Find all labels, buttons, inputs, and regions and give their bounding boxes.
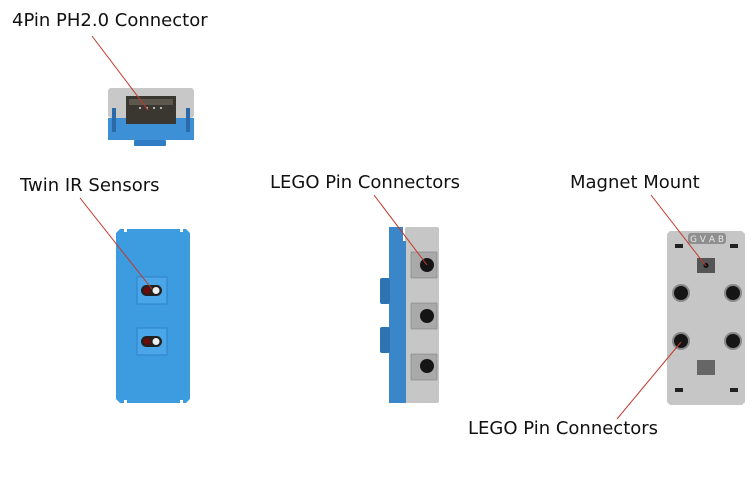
leader-connector bbox=[91, 35, 149, 111]
leader-lego-back bbox=[616, 341, 682, 420]
back-lego-hole-1 bbox=[674, 286, 688, 300]
back-view: G V A B bbox=[667, 231, 745, 405]
front-blue-body bbox=[116, 229, 190, 403]
top-view bbox=[108, 88, 194, 146]
side-blue-body bbox=[389, 227, 406, 403]
label-twin-ir-sensors: Twin IR Sensors bbox=[20, 175, 160, 196]
label-lego-pin-back: LEGO Pin Connectors bbox=[468, 418, 659, 439]
leader-magnet bbox=[650, 194, 707, 267]
side-view bbox=[380, 227, 439, 403]
label-4pin-connector: 4Pin PH2.0 Connector bbox=[12, 10, 208, 31]
back-lego-hole-4 bbox=[726, 334, 740, 348]
leader-lego-side bbox=[373, 194, 428, 266]
pin-label-plate bbox=[688, 233, 726, 244]
leader-lines bbox=[79, 35, 707, 420]
back-grey-shell bbox=[667, 231, 745, 405]
side-lego-hole-2 bbox=[420, 309, 434, 323]
leader-ir bbox=[79, 197, 153, 290]
pin-labels-gvab: G V A B bbox=[690, 235, 724, 245]
front-view bbox=[116, 229, 190, 403]
top-tab bbox=[134, 140, 166, 146]
back-lego-hole-3 bbox=[674, 334, 688, 348]
label-magnet-mount: Magnet Mount bbox=[570, 172, 700, 193]
side-lego-hole-3 bbox=[420, 359, 434, 373]
back-lego-hole-2 bbox=[726, 286, 740, 300]
label-lego-pin-side: LEGO Pin Connectors bbox=[270, 172, 461, 193]
